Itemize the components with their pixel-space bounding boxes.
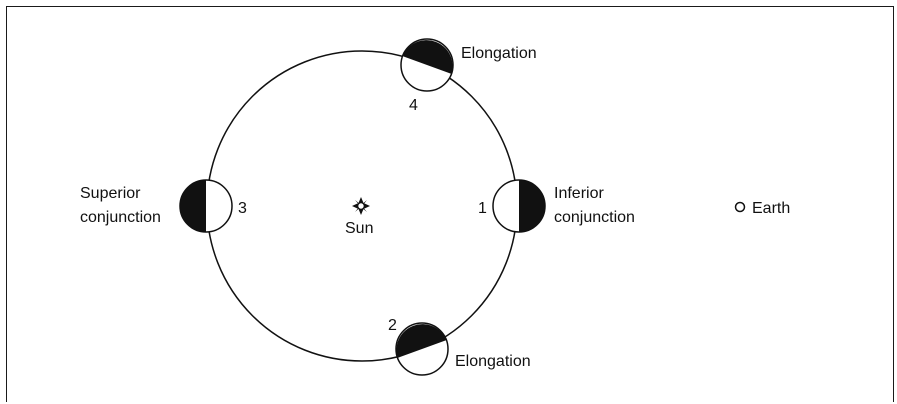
- sun-icon: [352, 197, 370, 215]
- earth-icon: [734, 201, 746, 213]
- planet-elongation-top: [400, 38, 454, 92]
- planet-elongation-bottom: [395, 322, 449, 376]
- earth-label: Earth: [752, 200, 790, 217]
- sun-label: Sun: [345, 220, 373, 237]
- position-3-label: 3: [238, 200, 247, 217]
- position-4-label: 4: [409, 97, 418, 114]
- inferior-label-line1: Inferior: [554, 185, 604, 202]
- elongation-bottom-label: Elongation: [455, 353, 531, 370]
- planet-inferior-conjunction: [492, 179, 546, 233]
- superior-label-line2: conjunction: [80, 209, 161, 226]
- position-1-label: 1: [478, 200, 487, 217]
- superior-label-line1: Superior: [80, 185, 141, 202]
- planet-superior-conjunction: [179, 179, 233, 233]
- elongation-top-label: Elongation: [461, 45, 537, 62]
- diagram-frame: [6, 6, 894, 402]
- inferior-label-line2: conjunction: [554, 209, 635, 226]
- position-2-label: 2: [388, 317, 397, 334]
